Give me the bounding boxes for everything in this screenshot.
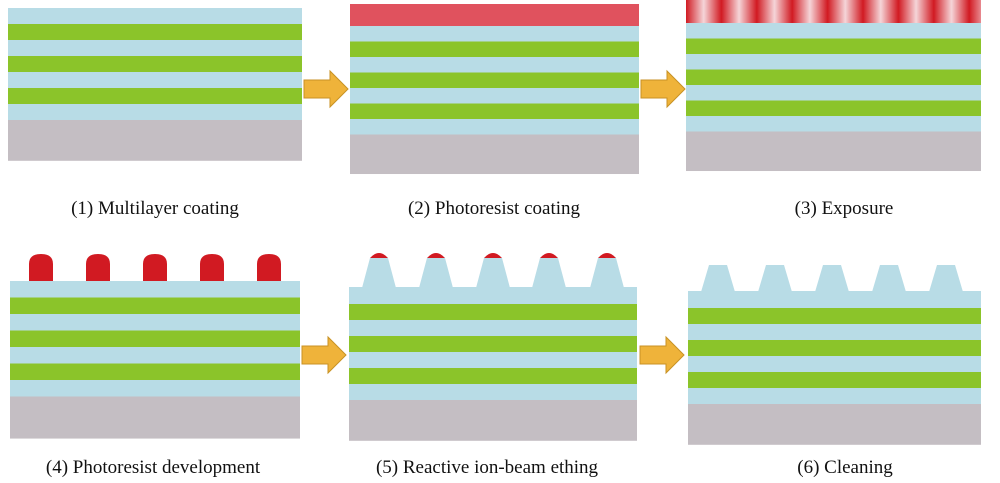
step-3-caption: (3) Exposure	[794, 198, 894, 219]
arrow-icon-step-1-to-2	[303, 69, 349, 109]
etched-feature-4	[532, 258, 566, 288]
step-1-light-layer-5	[8, 72, 302, 88]
resist-cap-5	[598, 253, 616, 258]
step-2-substrate-layer-8	[350, 134, 639, 175]
step-1-light-layer-3	[8, 40, 302, 56]
etched-feature-5	[929, 265, 963, 292]
photoresist-layer	[350, 4, 639, 26]
arrow-icon-step-4-to-5	[301, 335, 347, 375]
step-5-light-layer-3	[349, 320, 637, 336]
step-4-light-layer-1	[10, 281, 300, 298]
resist-cap-1	[370, 253, 388, 258]
step-4-green-layer-4	[10, 330, 300, 347]
step-2-light-layer-1	[350, 26, 639, 42]
step-6-green-layer-2	[688, 308, 981, 324]
step-4-green-layer-2	[10, 297, 300, 314]
step-2-green-layer-2	[350, 41, 639, 57]
etched-feature-1	[701, 265, 735, 292]
etched-feature-2	[419, 258, 453, 288]
step-3-green-layer-2	[686, 38, 981, 54]
step-6-light-layer-5	[688, 356, 981, 372]
photoresist-dot-4	[200, 254, 224, 281]
step-6-caption: (6) Cleaning	[797, 457, 893, 478]
step-4-light-layer-5	[10, 347, 300, 364]
step-1-green-layer-2	[8, 24, 302, 40]
photoresist-dot-3	[143, 254, 167, 281]
step-3-green-layer-6	[686, 100, 981, 116]
etched-feature-1	[362, 258, 396, 288]
step-4-light-layer-7	[10, 380, 300, 397]
step-1-green-layer-4	[8, 56, 302, 72]
step-1-light-layer-7	[8, 104, 302, 120]
step-6-light-layer-7	[688, 388, 981, 404]
etched-surface-line	[688, 291, 981, 293]
step-6-green-layer-4	[688, 340, 981, 356]
resist-cap-3	[484, 253, 502, 258]
photoresist-dot-5	[257, 254, 281, 281]
step-6-substrate-layer-8	[688, 404, 981, 445]
step-2-light-layer-5	[350, 88, 639, 104]
resist-cap-4	[540, 253, 558, 258]
step-6-light-layer-3	[688, 324, 981, 340]
step-3-light-layer-3	[686, 54, 981, 70]
step-2-green-layer-6	[350, 103, 639, 119]
photoresist-dot-1	[29, 254, 53, 281]
step-1-substrate-layer-8	[8, 120, 302, 161]
step-5-green-layer-4	[349, 336, 637, 352]
arrow-icon-step-5-to-6	[639, 335, 685, 375]
step-1-green-layer-6	[8, 88, 302, 104]
step-3-light-layer-7	[686, 116, 981, 132]
photoresist-dot-2	[86, 254, 110, 281]
step-3-light-layer-5	[686, 85, 981, 101]
arrow-icon-step-2-to-3	[640, 69, 686, 109]
step-1-light-layer-1	[8, 8, 302, 24]
exposed-photoresist-layer	[686, 0, 981, 23]
step-4-caption: (4) Photoresist development	[45, 457, 261, 478]
etched-feature-4	[872, 265, 906, 292]
step-2-light-layer-3	[350, 57, 639, 73]
step-5-light-layer-5	[349, 352, 637, 368]
resist-cap-2	[427, 253, 445, 258]
step-5-caption: (5) Reactive ion-beam ething	[375, 457, 599, 478]
etched-feature-3	[476, 258, 510, 288]
etched-feature-2	[758, 265, 792, 292]
step-5-substrate-layer-8	[349, 400, 637, 441]
step-5-light-layer-7	[349, 384, 637, 400]
step-6-light-layer-1	[688, 292, 981, 308]
etched-feature-5	[590, 258, 624, 288]
step-4-light-layer-3	[10, 314, 300, 331]
step-6-green-layer-6	[688, 372, 981, 388]
step-4-green-layer-6	[10, 363, 300, 380]
step-5-light-layer-1	[349, 288, 637, 304]
step-3-green-layer-4	[686, 69, 981, 85]
step-4-substrate-layer-8	[10, 396, 300, 439]
step-2-green-layer-4	[350, 72, 639, 88]
etched-feature-3	[815, 265, 849, 292]
step-3-light-layer-1	[686, 23, 981, 39]
step-5-green-layer-2	[349, 304, 637, 320]
step-2-caption: (2) Photoresist coating	[407, 198, 581, 219]
step-5-green-layer-6	[349, 368, 637, 384]
step-1-caption: (1) Multilayer coating	[71, 198, 239, 219]
step-2-light-layer-7	[350, 119, 639, 135]
etched-surface-line	[349, 287, 637, 289]
step-3-substrate-layer-8	[686, 131, 981, 172]
